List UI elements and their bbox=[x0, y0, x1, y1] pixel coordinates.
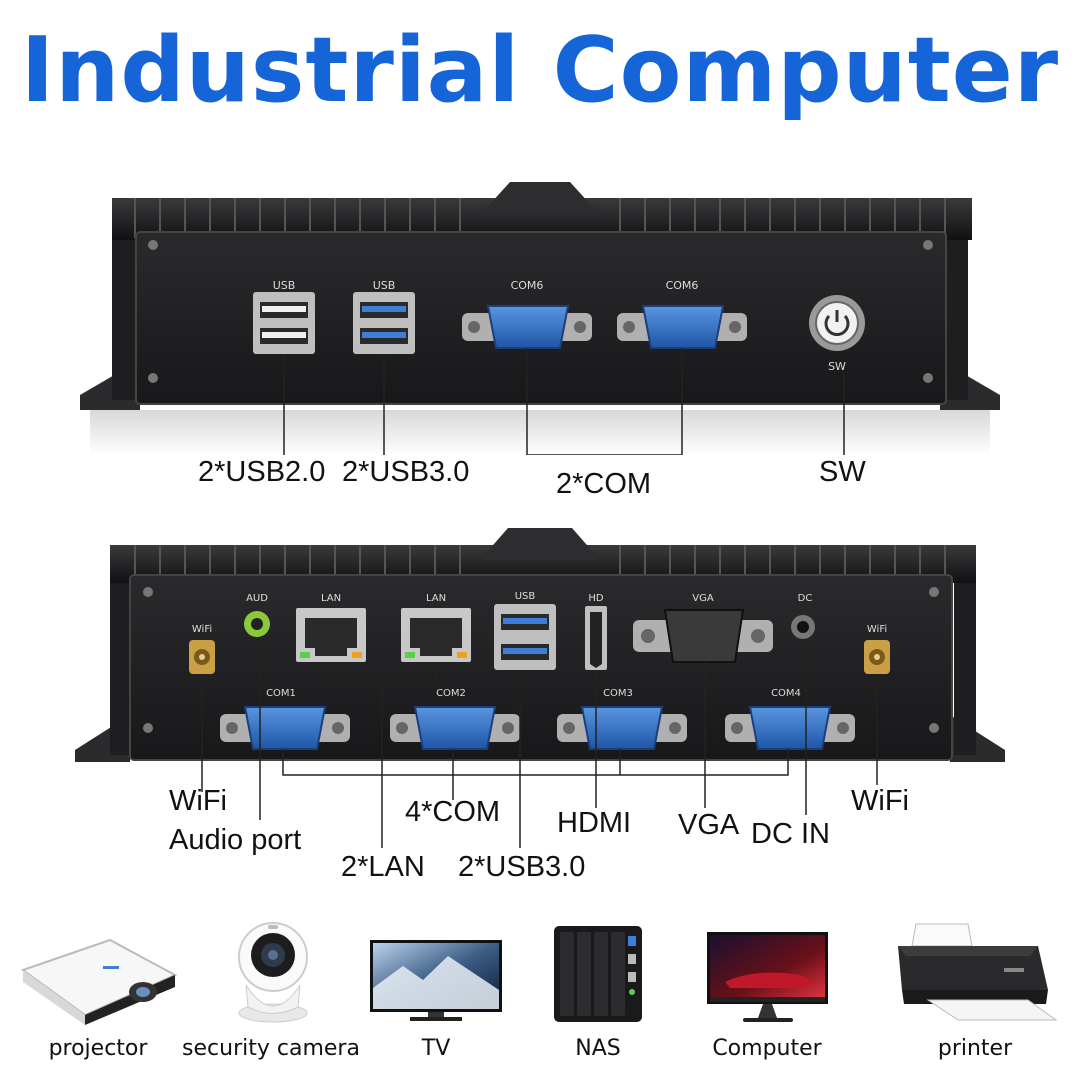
power-button[interactable] bbox=[809, 295, 865, 351]
callout-usb30-front: 2*USB3.0 bbox=[342, 456, 470, 488]
page-title: Industrial Computer bbox=[20, 18, 1060, 123]
side-fins-left-rear bbox=[110, 583, 132, 755]
callout-sw: SW bbox=[819, 456, 866, 488]
usb-port-text-rear: USB bbox=[515, 591, 536, 602]
wifi-connector-right[interactable] bbox=[864, 640, 890, 674]
com1-port-text: COM1 bbox=[266, 688, 296, 699]
callout-usb30-rear: 2*USB3.0 bbox=[458, 851, 586, 883]
lan-port-text-2: LAN bbox=[426, 593, 446, 604]
sw-port-text: SW bbox=[828, 360, 846, 373]
caption-tv: TV bbox=[421, 1036, 451, 1061]
com6-port-text-1: COM6 bbox=[511, 279, 544, 292]
aud-port-text: AUD bbox=[246, 593, 268, 604]
com6-port-text-2: COM6 bbox=[666, 279, 699, 292]
com-port-1[interactable] bbox=[220, 706, 350, 750]
front-panel-device: USB USB COM6 COM6 SW bbox=[80, 182, 1000, 455]
dc-port-text: DC bbox=[798, 593, 813, 604]
callout-lan: 2*LAN bbox=[341, 851, 425, 883]
com-port-front-2[interactable] bbox=[617, 305, 747, 349]
screws-rear bbox=[143, 587, 939, 733]
callout-hdmi: HDMI bbox=[557, 807, 632, 839]
wifi-port-text-right: WiFi bbox=[867, 624, 887, 635]
usb2-port-stack[interactable] bbox=[253, 292, 315, 354]
usb-port-text-2: USB bbox=[373, 279, 396, 292]
audio-jack[interactable] bbox=[244, 611, 270, 637]
vga-port-text: VGA bbox=[692, 593, 714, 604]
usb3-port-stack-front[interactable] bbox=[353, 292, 415, 354]
heatsink-hump bbox=[480, 182, 600, 215]
callout-audio-port: Audio port bbox=[169, 824, 302, 856]
nas-icon bbox=[554, 926, 642, 1022]
heatsink-hump-rear bbox=[480, 528, 600, 560]
caption-security-camera: security camera bbox=[182, 1036, 360, 1061]
lan-port-2[interactable] bbox=[401, 608, 471, 662]
wifi-connector-left[interactable] bbox=[189, 640, 215, 674]
caption-computer: Computer bbox=[712, 1036, 822, 1061]
usb-port-text-1: USB bbox=[273, 279, 296, 292]
lan-port-1[interactable] bbox=[296, 608, 366, 662]
usb3-port-stack-rear[interactable] bbox=[494, 604, 556, 670]
lan-port-text-1: LAN bbox=[321, 593, 341, 604]
vga-port[interactable] bbox=[633, 609, 773, 663]
com-port-3[interactable] bbox=[557, 706, 687, 750]
computer-monitor-icon bbox=[707, 932, 828, 1022]
hd-port-text: HD bbox=[588, 593, 604, 604]
callout-usb20: 2*USB2.0 bbox=[198, 456, 326, 488]
printer-icon bbox=[898, 923, 1058, 1021]
rear-panel-device: WiFi AUD LAN LAN USB HD VGA DC WiFi COM1… bbox=[75, 528, 1005, 848]
callout-com-rear: 4*COM bbox=[405, 796, 501, 828]
screws bbox=[148, 240, 933, 383]
caption-projector: projector bbox=[48, 1036, 148, 1061]
projector-icon bbox=[20, 938, 178, 1025]
com-port-2[interactable] bbox=[390, 706, 520, 750]
rear-leader-lines bbox=[201, 637, 878, 848]
security-camera-icon bbox=[238, 922, 308, 1023]
com-port-4[interactable] bbox=[725, 706, 855, 750]
wifi-port-text-left: WiFi bbox=[192, 624, 212, 635]
callout-wifi-right: WiFi bbox=[851, 785, 909, 817]
callout-dc-in: DC IN bbox=[751, 818, 830, 850]
tv-icon bbox=[370, 940, 502, 1021]
com4-port-text: COM4 bbox=[771, 688, 801, 699]
side-fins-left bbox=[112, 240, 136, 400]
callout-com-front: 2*COM bbox=[556, 468, 652, 500]
front-leader-lines bbox=[283, 348, 845, 455]
floor-reflection bbox=[90, 410, 990, 455]
callout-wifi-left: WiFi bbox=[169, 785, 227, 817]
caption-printer: printer bbox=[937, 1036, 1013, 1061]
hdmi-port[interactable] bbox=[585, 606, 607, 670]
com2-port-text: COM2 bbox=[436, 688, 466, 699]
dc-in-jack[interactable] bbox=[791, 615, 815, 639]
side-fins-right bbox=[944, 240, 968, 400]
com-port-front-1[interactable] bbox=[462, 305, 592, 349]
caption-nas: NAS bbox=[575, 1036, 621, 1061]
callout-vga: VGA bbox=[678, 809, 740, 841]
side-fins-right-rear bbox=[954, 583, 976, 755]
com3-port-text: COM3 bbox=[603, 688, 633, 699]
